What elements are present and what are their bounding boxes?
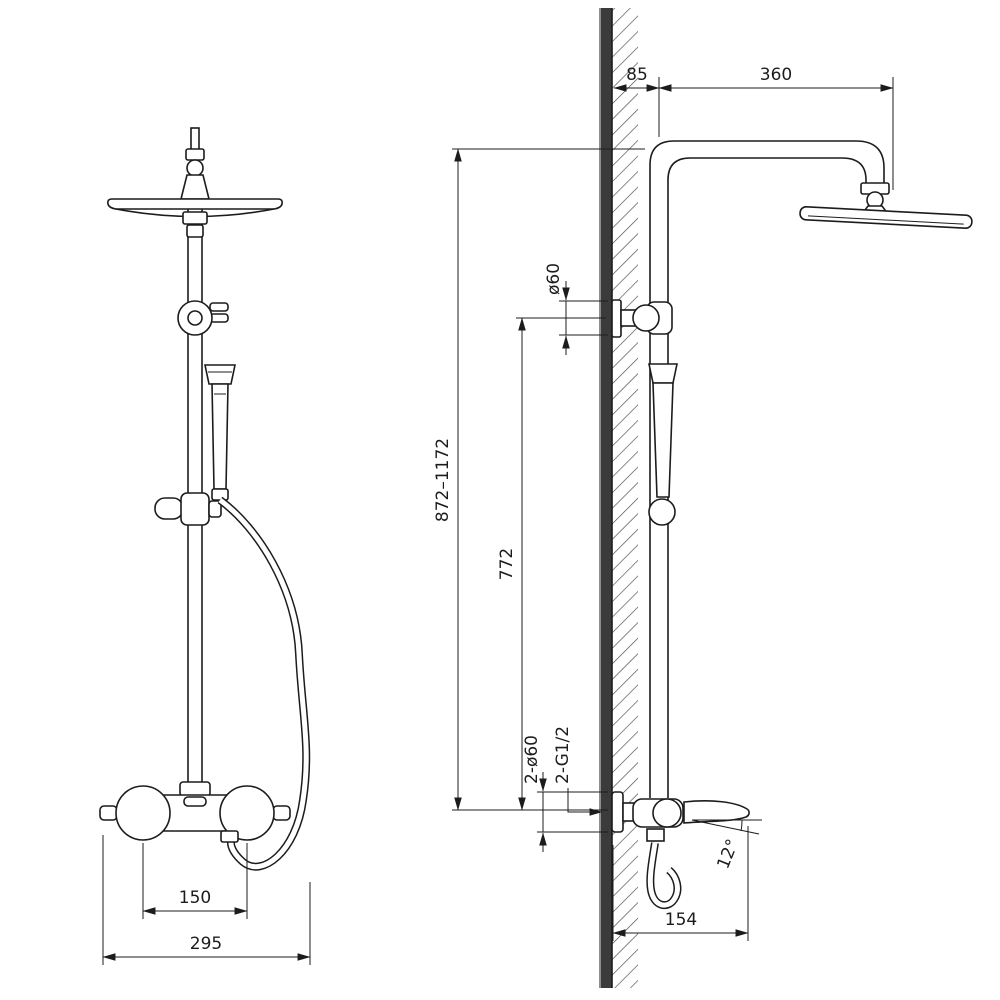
wall-bracket-side — [611, 299, 673, 338]
head-stem — [190, 127, 200, 151]
head-union-lower — [186, 224, 204, 238]
mixer-front — [99, 781, 291, 843]
mixer-side — [611, 791, 750, 909]
head-disc-front — [107, 198, 283, 210]
slider-left-knob — [154, 497, 184, 520]
diverter-handle-upper — [209, 302, 229, 312]
pipe-outer-line — [649, 140, 885, 798]
mixer-right-handle — [219, 785, 275, 841]
hand-shower-front — [204, 364, 236, 501]
dim-escutcheon-label: 2-ø60 — [522, 735, 542, 784]
dim-spout-reach-label: 154 — [665, 910, 697, 930]
mixer-left-screw — [99, 805, 118, 821]
dimensions: 85 360 ø60 872–1172 772 — [102, 65, 894, 965]
dim-spout-angle-label: 12° — [713, 836, 743, 871]
dim-escutcheon-diameter: 2-ø60 — [522, 735, 608, 852]
angle-arc — [740, 819, 743, 832]
leader-line — [567, 788, 603, 816]
dim-thread-callout: 2-G1/2 — [553, 726, 603, 816]
diverter-hub — [187, 310, 203, 326]
hose-front-inner — [218, 497, 309, 870]
diverter-bracket-front — [177, 300, 229, 336]
dim-bracket-diameter-label: ø60 — [544, 263, 564, 295]
hand-shower-handle-front — [211, 383, 229, 490]
hose-side-inner — [647, 842, 680, 908]
spout-angle-annotation: 12° — [691, 819, 762, 872]
dim-arm-reach-label: 360 — [760, 65, 792, 85]
dim-wall-offset-label: 85 — [626, 65, 648, 85]
escutcheon-side — [611, 791, 624, 833]
mixer-right-screw — [272, 805, 291, 821]
head-union-upper — [182, 211, 208, 225]
head-ball-joint-front — [186, 159, 204, 177]
dim-bracket-height-label: 772 — [497, 548, 517, 580]
side-view: 12° — [599, 8, 973, 988]
dim-overall-height: 872–1172 — [433, 148, 645, 811]
hand-shower-side — [648, 363, 678, 526]
dim-inlet-spacing-label: 150 — [179, 888, 211, 908]
mixer-outlet-nut — [220, 830, 239, 843]
wall-section — [599, 8, 638, 988]
mixer-knob-side — [652, 798, 682, 828]
bracket-flange — [611, 299, 622, 338]
slider-holder-arm — [208, 500, 222, 518]
slider-holder-front — [154, 492, 222, 526]
head-cone-front — [179, 174, 211, 200]
dim-bracket-height: 772 — [497, 317, 606, 811]
dim-mixer-width: 295 — [102, 835, 311, 965]
dim-overall-height-label: 872–1172 — [433, 438, 453, 522]
shower-head-front — [107, 127, 283, 238]
dim-spout-reach: 154 — [612, 826, 749, 941]
wall-band — [601, 8, 612, 988]
dim-arm-reach: 360 — [658, 65, 894, 190]
head-nut — [185, 148, 205, 161]
angle-slope-line — [691, 819, 760, 835]
dim-mixer-width-label: 295 — [190, 934, 222, 954]
slider-knob-side — [648, 498, 676, 526]
dim-bracket-diameter: ø60 — [544, 263, 608, 355]
wall-hatching — [612, 8, 638, 988]
hand-shower-hose-nut — [211, 488, 229, 501]
front-view — [99, 127, 311, 871]
hand-shower-head-front — [204, 364, 236, 385]
mixer-left-handle — [115, 785, 171, 841]
dim-inlet-spacing: 150 — [142, 843, 248, 919]
hose-front — [217, 496, 311, 871]
mixer-inlet-flare — [179, 781, 211, 797]
mixer-cartouche-plate — [183, 796, 207, 807]
hand-shower-head-side — [648, 363, 678, 384]
pipe-inner-line — [667, 157, 867, 798]
hose-nut-side — [646, 828, 665, 842]
bracket-knob — [632, 304, 660, 332]
riser-pipe-and-arm-side — [649, 140, 885, 798]
head-rim-line — [807, 215, 964, 225]
slider-clamp — [180, 492, 210, 526]
hand-shower-handle-side — [652, 382, 674, 498]
mixer-spout — [683, 800, 750, 824]
head-disc-side — [799, 206, 973, 229]
shower-head-side — [799, 182, 973, 229]
dim-thread-label: 2-G1/2 — [553, 726, 573, 784]
